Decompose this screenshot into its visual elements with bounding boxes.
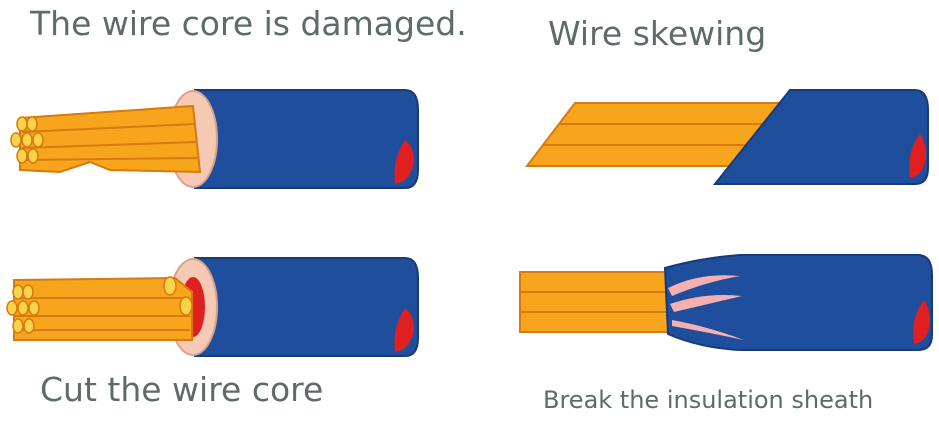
wire-skewing-illustration xyxy=(524,89,929,185)
strand-end xyxy=(27,148,39,164)
strand-line xyxy=(21,123,196,133)
tear xyxy=(670,295,742,312)
sheath-body xyxy=(194,89,419,189)
caption-wire-skewing: Wire skewing xyxy=(548,14,767,53)
strand-end xyxy=(26,116,38,132)
strand-end xyxy=(12,284,24,300)
sheath-cut-end xyxy=(909,134,926,178)
sheath-body xyxy=(663,254,933,351)
strand-end xyxy=(23,318,35,334)
strand-end xyxy=(17,300,29,316)
sheath-cut-end xyxy=(913,300,930,344)
strand-end xyxy=(32,132,44,148)
wire-damaged-core-illustration xyxy=(10,89,419,189)
strand-end xyxy=(21,132,33,148)
sheath-tears xyxy=(668,275,744,340)
wire-cut-core-illustration xyxy=(6,257,419,357)
tear xyxy=(672,320,744,340)
strand-end xyxy=(163,276,177,296)
sheath-cut-end xyxy=(394,308,414,352)
core-strands xyxy=(519,271,678,333)
strand-end xyxy=(6,300,18,316)
caption-wire-core-damaged: The wire core is damaged. xyxy=(30,4,467,43)
strand-end xyxy=(22,284,34,300)
caption-cut-wire-core: Cut the wire core xyxy=(40,370,324,409)
strand-end xyxy=(16,116,28,132)
strand-end xyxy=(28,300,40,316)
tear xyxy=(668,275,740,296)
strand-end xyxy=(12,318,24,334)
sheath-cut-end xyxy=(394,140,414,184)
core-strands xyxy=(19,104,202,174)
strand-end xyxy=(16,148,28,164)
strand-ends xyxy=(6,276,193,334)
strand-line xyxy=(21,141,198,149)
strand-line xyxy=(21,157,199,161)
caption-break-insulation-sheath: Break the insulation sheath xyxy=(543,386,874,414)
strand-end xyxy=(179,296,193,316)
sheath-body xyxy=(712,89,929,185)
wire-broken-sheath-illustration xyxy=(519,254,933,351)
sheath-body xyxy=(194,257,419,357)
strand-ends xyxy=(10,116,44,164)
strand-end xyxy=(10,132,22,148)
